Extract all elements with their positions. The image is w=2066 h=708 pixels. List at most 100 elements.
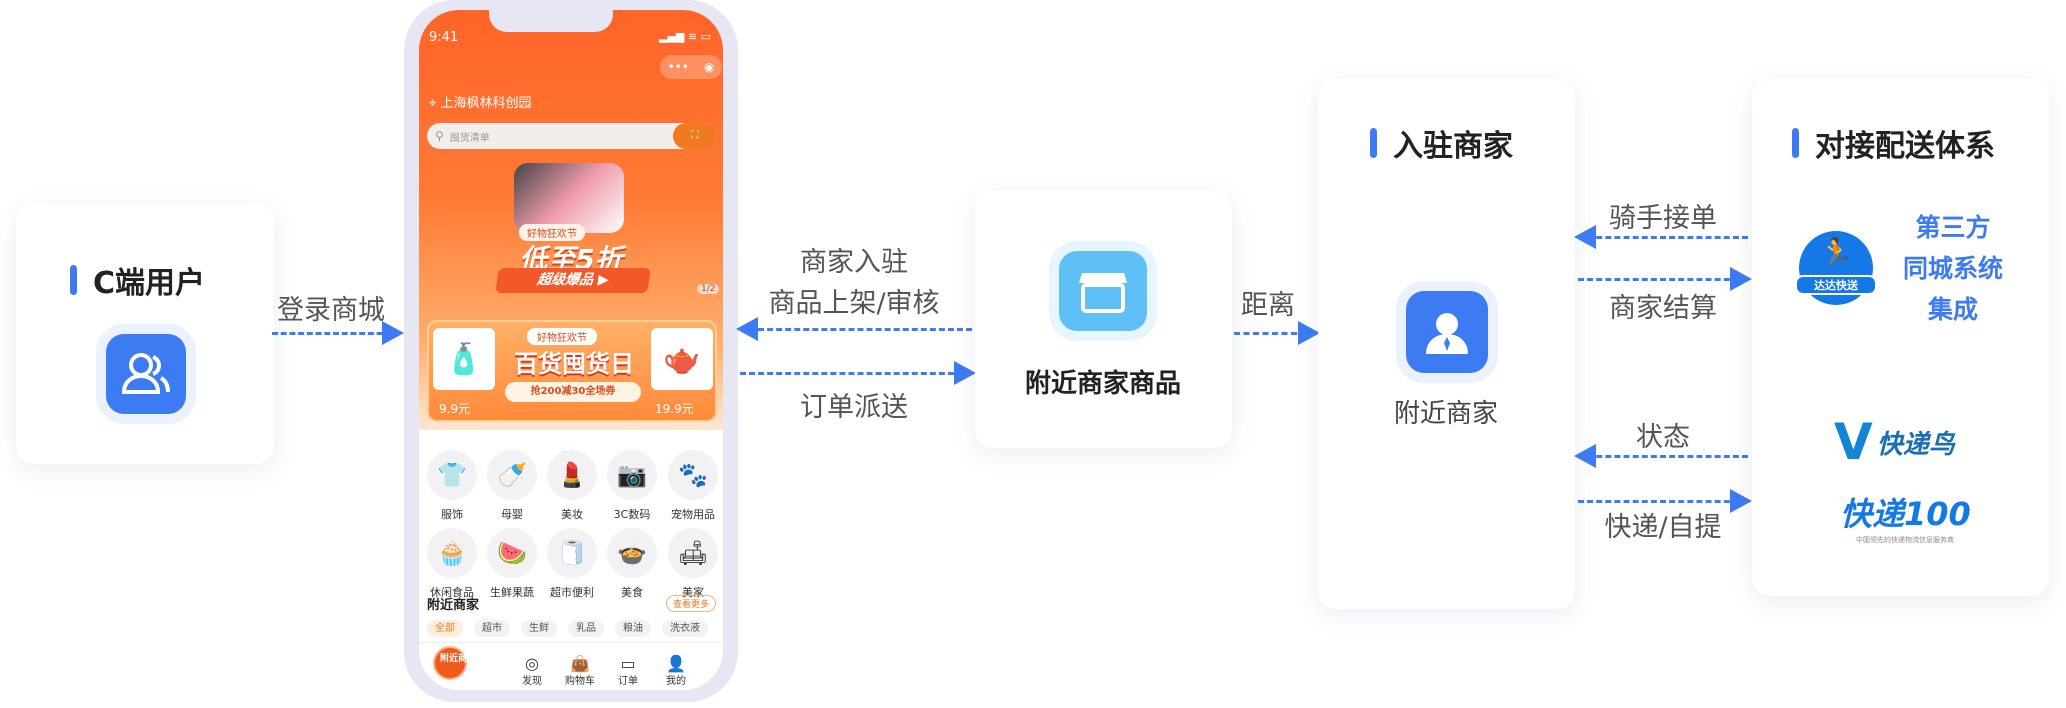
category-item[interactable]: 💄 美妆 [542,450,602,522]
category-icon: 🍼 [487,450,537,500]
view-more-button[interactable]: 查看更多 [666,595,717,612]
category-icon: 🧻 [547,528,597,578]
chip-4[interactable]: 粮油 [615,620,651,637]
order-dispatch-arrow [740,361,976,385]
status-time: 9:41 [429,30,459,45]
category-icon: 🛋 [668,528,718,578]
kd100-slogan: 中国领先的快递物流信息服务商 [1856,536,1954,544]
category-item[interactable]: 🍲美食 [602,528,662,600]
nav-icon: 👤 [666,654,686,673]
category-item[interactable]: 📷 3C数码 [602,450,662,522]
category-item[interactable]: 🧁休闲食品 [422,528,482,600]
onboard-arrow [736,317,972,341]
capsule-button[interactable]: ••• ◉ [660,55,722,79]
nav-nearby-label: 附近商家 [440,654,477,664]
express-arrow [1578,489,1752,513]
category-item[interactable]: 👕 服饰 [422,450,482,522]
dada-logo: 🏃 达达快送 [1795,231,1877,305]
category-label: 3C数码 [613,508,651,521]
search-placeholder: 囤货清单 [449,132,490,144]
category-icon: 📷 [607,450,657,500]
category-label: 生鲜果蔬 [490,586,534,599]
category-label: 超市便利 [550,586,594,599]
person-icon [1406,291,1488,373]
banner-button[interactable]: 超级爆品 ▶ [495,268,651,293]
category-label: 母婴 [501,508,523,521]
promo-left-price: 9.9元 [439,402,471,416]
login-arrow [272,321,404,345]
bottom-nav [419,642,723,690]
users-icon [106,334,186,414]
category-item[interactable]: 🧻 超市便利 [542,528,602,600]
category-item[interactable]: 🐾宠物用品 [663,450,723,522]
search-icon: ⚲ [435,129,444,143]
phone-screen: 9:41 ▂▄▆ ≋ ▭ ••• ◉ ⌖ 上海枫林科创园 ⚲ 囤货清单 ⛶ 好物狂欢… [419,10,723,690]
category-item[interactable]: 🛋美家 [663,528,723,600]
nav-icon: 👜 [570,654,590,673]
phone-mockup: 9:41 ▂▄▆ ≋ ▭ ••• ◉ ⌖ 上海枫林科创园 ⚲ 囤货清单 ⛶ 好物狂欢… [404,0,738,702]
banner-products-image [514,163,624,233]
distance-arrow [1234,321,1320,345]
distance-label: 距离 [1241,290,1295,321]
promo-headline: 百货囤货日 [514,350,634,378]
banner-pager: 1/2 [697,284,720,294]
promo-tag: 好物狂欢节 [527,328,597,345]
category-label: 宠物用品 [671,508,715,521]
promo-coupon[interactable]: 抢200减30全场券 [505,382,641,402]
third-party-line: 集成 [1927,295,1978,324]
promo-left-product: 🧴 [433,328,495,390]
nav-item[interactable]: ◎发现 [507,654,557,687]
nav-label: 订单 [618,676,638,687]
dada-text: 达达快送 [1795,275,1877,295]
category-label: 服饰 [441,508,463,521]
promo-right-product: 🫖 [651,328,713,390]
category-item[interactable]: 🍼 母婴 [482,450,542,522]
settle-label: 商家结算 [1609,293,1717,324]
close-target-icon[interactable]: ◉ [703,60,715,74]
third-party-text: 第三方 同城系统 集成 [1888,207,2018,330]
status-arrow [1574,444,1748,468]
merchant-label: 附近商家 [1393,399,1499,429]
promo-card[interactable]: 🧴 9.9元 🫖 19.9元 好物狂欢节 百货囤货日 抢200减30全场券 [427,320,717,422]
runner-icon: 🏃 [1818,236,1854,269]
merchant-onboard-label: 商家入驻 [800,247,908,278]
location[interactable]: ⌖ 上海枫林科创园 [429,92,531,111]
chip-5[interactable]: 洗衣液 [662,620,708,637]
nav-item[interactable]: 👤 我的 [651,654,701,687]
c-user-title-text: C端用户 [93,266,206,301]
chip-3[interactable]: 乳品 [568,620,604,637]
more-icon[interactable]: ••• [667,60,689,74]
chip-0[interactable]: 全部 [427,620,463,637]
status-icons: ▂▄▆ ≋ ▭ [659,30,711,43]
phone-notch [489,10,613,32]
nearby-heading: 附近商家 [427,598,480,613]
merchant-title-text: 入驻商家 [1393,129,1513,164]
category-icon: 🍲 [607,528,657,578]
delivery-title-text: 对接配送体系 [1815,129,1995,164]
category-icon: 👕 [427,450,477,500]
c-user-card: C端用户 [16,204,274,464]
settle-arrow [1578,267,1752,291]
chip-2[interactable]: 生鲜 [521,620,557,637]
banner-button-text: 超级爆品 [536,272,595,288]
nav-label: 我的 [666,676,686,687]
third-party-line: 同城系统 [1902,254,2003,283]
product-review-label: 商品上架/审核 [768,288,940,319]
third-party-line: 第三方 [1915,213,1991,242]
status-label: 状态 [1636,422,1690,453]
c-user-title: C端用户 [70,258,205,302]
kd100-name: 快递100 [1840,495,1971,533]
category-label: 休闲食品 [430,586,474,599]
scan-icon[interactable]: ⛶ [673,123,717,149]
category-icon: 💄 [547,450,597,500]
kdn-text: 快递鸟 [1876,429,1955,460]
category-item[interactable]: 🍉生鲜果蔬 [482,528,542,600]
chip-1[interactable]: 超市 [474,620,510,637]
nav-item[interactable]: 👜购物车 [555,654,605,687]
nav-item[interactable]: ▭订单 [603,654,653,687]
search-input[interactable]: ⚲ 囤货清单 ⛶ [427,123,717,149]
banner-tag: 好物狂欢节 [519,224,585,241]
nav-nearby[interactable]: 附近商家 [433,646,476,680]
category-label: 美妆 [561,508,583,521]
merchant-title: 入驻商家 [1370,121,1513,165]
